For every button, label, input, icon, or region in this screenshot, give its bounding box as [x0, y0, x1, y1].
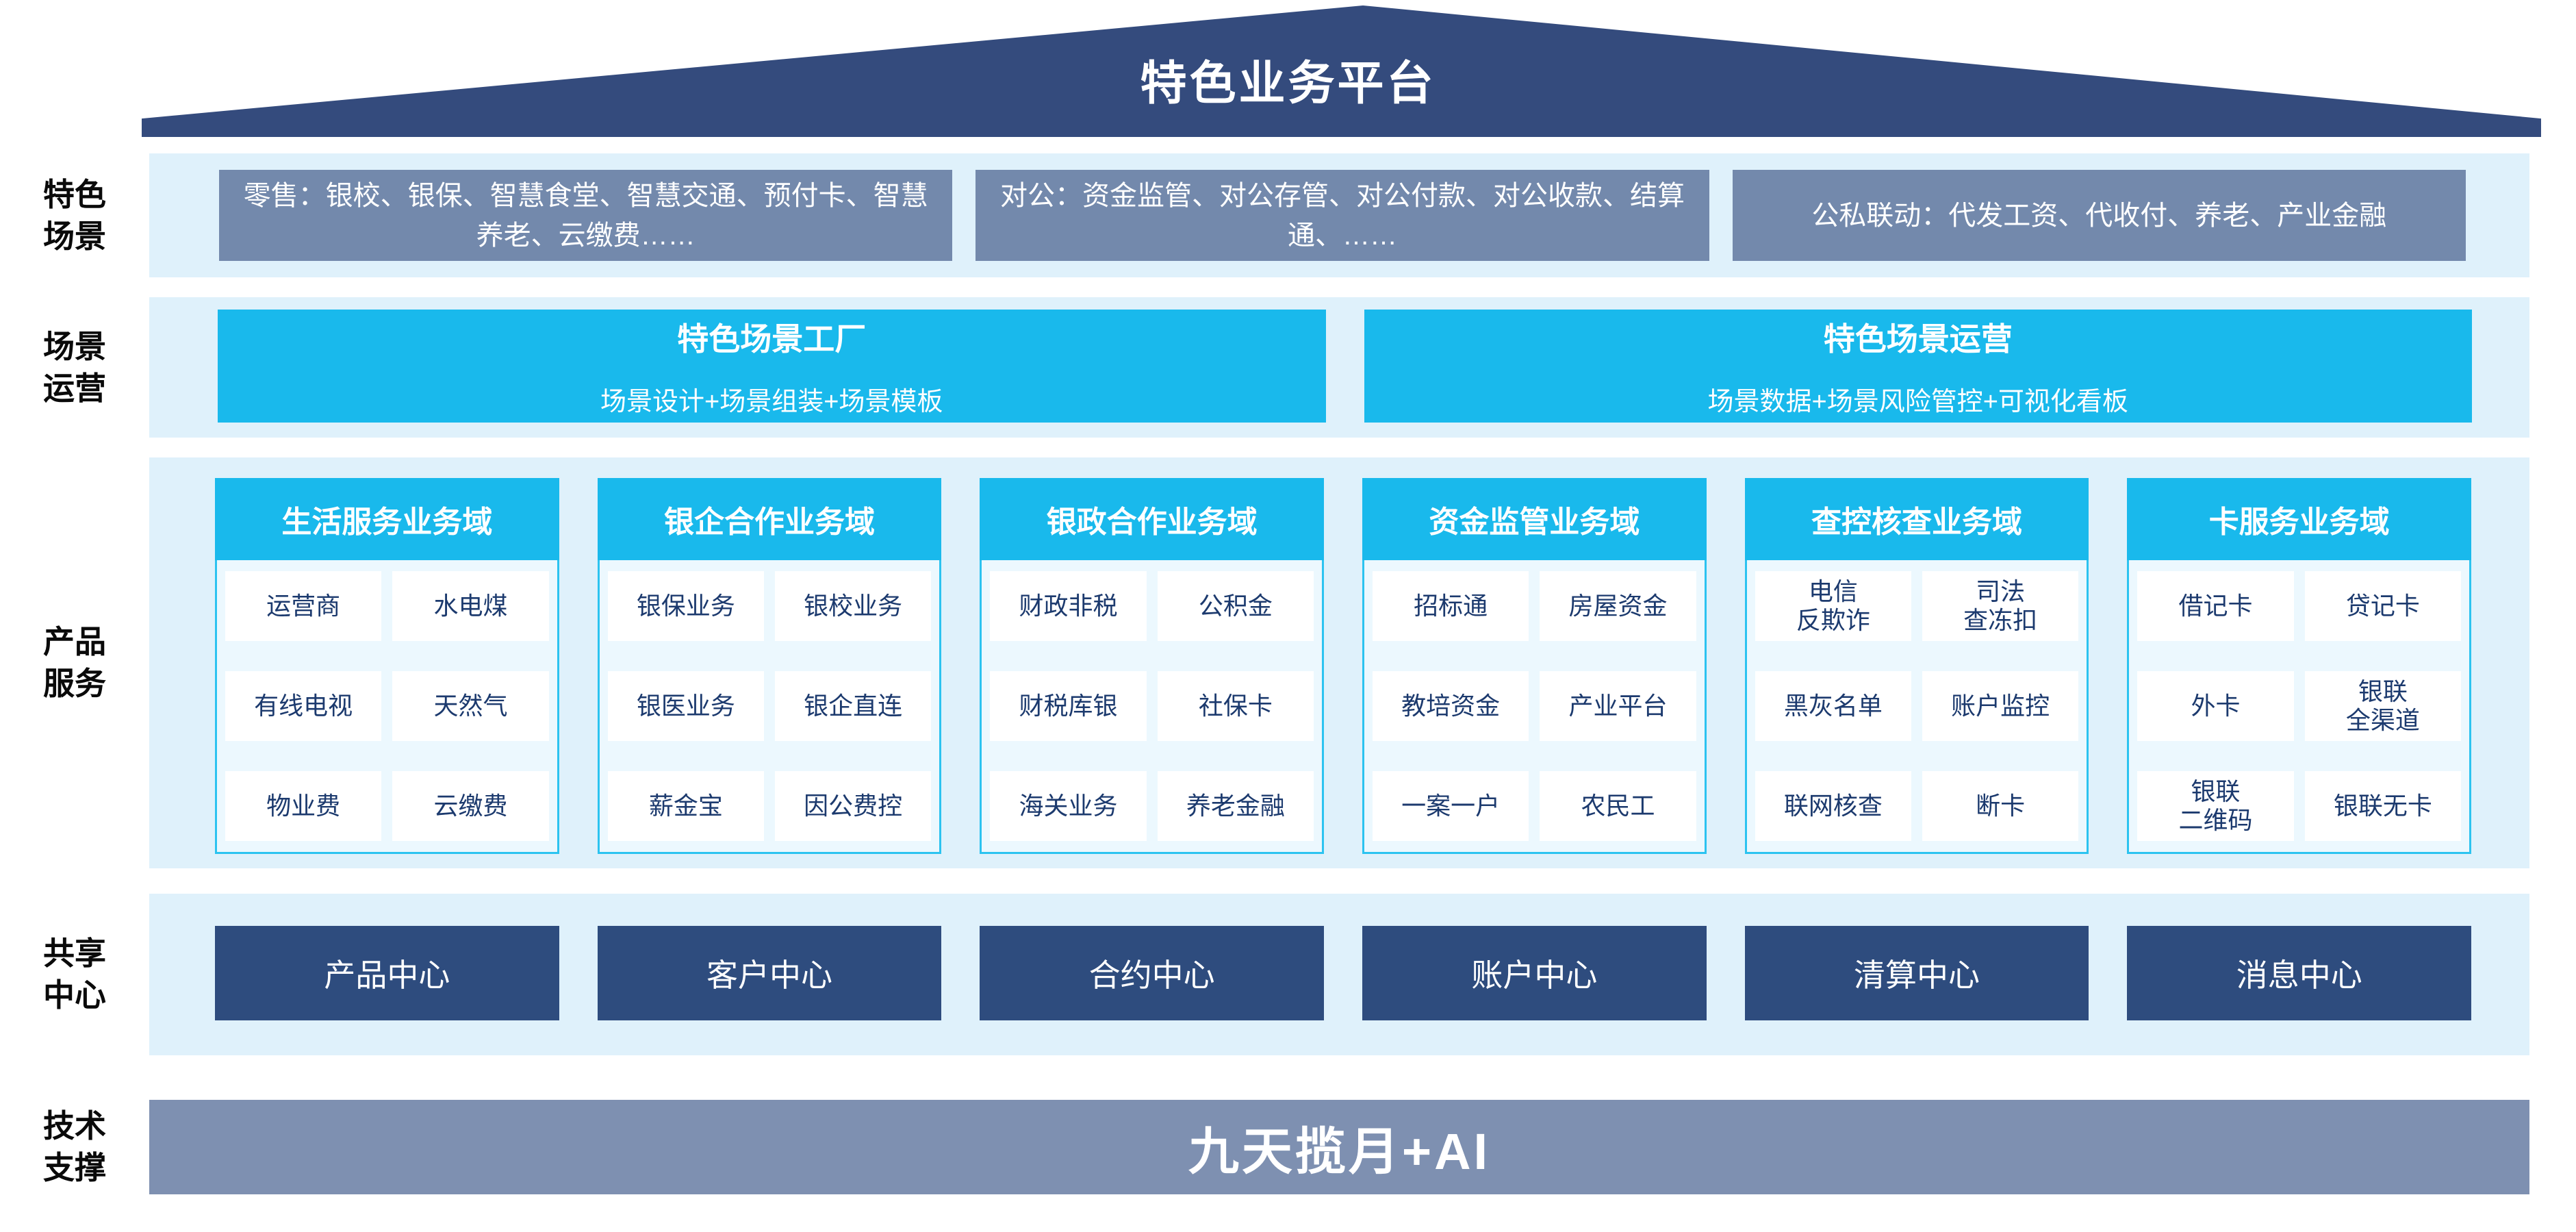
- product-cell: 联网核查: [1755, 771, 1912, 841]
- domain-column-life-services: 生活服务业务域 运营商 水电煤 有线电视 天然气 物业费 云缴费: [215, 478, 559, 854]
- scene-factory-box: 特色场景工厂 场景设计+场景组装+场景模板: [218, 310, 1326, 423]
- shared-center-message: 消息中心: [2127, 926, 2472, 1020]
- shared-center-account: 账户中心: [1362, 926, 1707, 1020]
- product-cell: 银保业务: [607, 571, 764, 641]
- row-label-products: 产品 服务: [43, 624, 106, 701]
- scene-box-corporate: 对公：资金监管、对公存管、对公付款、对公收款、结算通、……: [975, 170, 1709, 261]
- tech-support-bar: 九天揽月+AI: [149, 1100, 2529, 1194]
- domain-column-body: 电信 反欺诈 司法 查冻扣 黑灰名单 账户监控 联网核查 断卡: [1744, 560, 2089, 854]
- domain-column-body: 招标通 房屋资金 教培资金 产业平台 一案一户 农民工: [1362, 560, 1707, 854]
- domain-column-header: 查控核查业务域: [1744, 478, 2089, 560]
- domain-column-bank-government: 银政合作业务域 财政非税 公积金 财税库银 社保卡 海关业务 养老金融: [980, 478, 1325, 854]
- product-cell: 有线电视: [225, 671, 382, 741]
- domain-column-header: 资金监管业务域: [1362, 478, 1707, 560]
- scene-factory-title: 特色场景工厂: [677, 321, 867, 357]
- product-cell: 外卡: [2137, 671, 2294, 741]
- product-cell: 银校业务: [775, 571, 932, 641]
- product-cell: 天然气: [392, 671, 549, 741]
- domain-column-header: 卡服务业务域: [2127, 478, 2472, 560]
- product-cell: 贷记卡: [2304, 571, 2462, 641]
- shared-center-clearing: 清算中心: [1744, 926, 2089, 1020]
- scene-operation-title: 特色场景运营: [1823, 321, 2013, 357]
- domain-column-body: 运营商 水电煤 有线电视 天然气 物业费 云缴费: [215, 560, 559, 854]
- product-cell: 银企直连: [775, 671, 932, 741]
- row-label-tech: 技术 支撑: [43, 1108, 106, 1185]
- product-cell: 养老金融: [1157, 771, 1314, 841]
- domain-column-card-services: 卡服务业务域 借记卡 贷记卡 外卡 银联 全渠道 银联 二维码 银联无卡: [2127, 478, 2472, 854]
- product-cell: 产业平台: [1540, 671, 1696, 741]
- domain-column-bank-enterprise: 银企合作业务域 银保业务 银校业务 银医业务 银企直连 薪金宝 因公费控: [597, 478, 942, 854]
- product-cell: 薪金宝: [607, 771, 764, 841]
- row-label-scenes: 特色 场景: [43, 176, 106, 254]
- scene-box-public-private: 公私联动：代发工资、代收付、养老、产业金融: [1732, 170, 2466, 261]
- domain-column-fund-supervision: 资金监管业务域 招标通 房屋资金 教培资金 产业平台 一案一户 农民工: [1362, 478, 1707, 854]
- domain-column-body: 财政非税 公积金 财税库银 社保卡 海关业务 养老金融: [980, 560, 1325, 854]
- product-cell: 电信 反欺诈: [1755, 571, 1912, 641]
- product-cell: 银联 全渠道: [2304, 671, 2462, 741]
- domain-column-inquiry-control: 查控核查业务域 电信 反欺诈 司法 查冻扣 黑灰名单 账户监控 联网核查 断卡: [1744, 478, 2089, 854]
- scenes-band: 零售：银校、银保、智慧食堂、智慧交通、预付卡、智慧养老、云缴费…… 对公：资金监…: [149, 153, 2529, 277]
- page-title: 特色业务平台: [1140, 58, 1436, 110]
- product-cell: 运营商: [225, 571, 382, 641]
- product-cell: 借记卡: [2137, 571, 2294, 641]
- scene-factory-subtitle: 场景设计+场景组装+场景模板: [600, 388, 943, 416]
- product-cell: 海关业务: [990, 771, 1147, 841]
- scene-operation-subtitle: 场景数据+场景风险管控+可视化看板: [1707, 388, 2128, 416]
- product-cell: 云缴费: [392, 771, 549, 841]
- row-label-shared: 共享 中心: [43, 935, 106, 1013]
- product-cell: 物业费: [225, 771, 382, 841]
- domain-column-header: 生活服务业务域: [215, 478, 559, 560]
- shared-centers-band: 产品中心 客户中心 合约中心 账户中心 清算中心 消息中心: [149, 894, 2529, 1055]
- domain-column-header: 银政合作业务域: [980, 478, 1325, 560]
- product-cell: 银医业务: [607, 671, 764, 741]
- product-cell: 黑灰名单: [1755, 671, 1912, 741]
- product-cell: 财政非税: [990, 571, 1147, 641]
- product-cell: 司法 查冻扣: [1922, 571, 2079, 641]
- product-cell: 招标通: [1373, 571, 1529, 641]
- domain-column-body: 借记卡 贷记卡 外卡 银联 全渠道 银联 二维码 银联无卡: [2127, 560, 2472, 854]
- domain-column-header: 银企合作业务域: [597, 478, 942, 560]
- product-cell: 房屋资金: [1540, 571, 1696, 641]
- product-cell: 水电煤: [392, 571, 549, 641]
- operation-band: 特色场景工厂 场景设计+场景组装+场景模板 特色场景运营 场景数据+场景风险管控…: [149, 297, 2529, 438]
- product-cell: 断卡: [1922, 771, 2079, 841]
- product-cell: 账户监控: [1922, 671, 2079, 741]
- scene-operation-box: 特色场景运营 场景数据+场景风险管控+可视化看板: [1364, 310, 2472, 423]
- shared-center-customer: 客户中心: [597, 926, 942, 1020]
- product-cell: 一案一户: [1373, 771, 1529, 841]
- scene-box-retail: 零售：银校、银保、智慧食堂、智慧交通、预付卡、智慧养老、云缴费……: [219, 170, 953, 261]
- row-label-operation: 场景 运营: [43, 328, 106, 406]
- product-cell: 银联 二维码: [2137, 771, 2294, 841]
- product-cell: 公积金: [1157, 571, 1314, 641]
- products-band: 生活服务业务域 运营商 水电煤 有线电视 天然气 物业费 云缴费 银企合作业务域…: [149, 457, 2529, 868]
- product-cell: 银联无卡: [2304, 771, 2462, 841]
- shared-center-contract: 合约中心: [980, 926, 1325, 1020]
- product-cell: 因公费控: [775, 771, 932, 841]
- product-cell: 财税库银: [990, 671, 1147, 741]
- product-cell: 农民工: [1540, 771, 1696, 841]
- shared-center-product: 产品中心: [215, 926, 559, 1020]
- product-cell: 社保卡: [1157, 671, 1314, 741]
- domain-column-body: 银保业务 银校业务 银医业务 银企直连 薪金宝 因公费控: [597, 560, 942, 854]
- product-cell: 教培资金: [1373, 671, 1529, 741]
